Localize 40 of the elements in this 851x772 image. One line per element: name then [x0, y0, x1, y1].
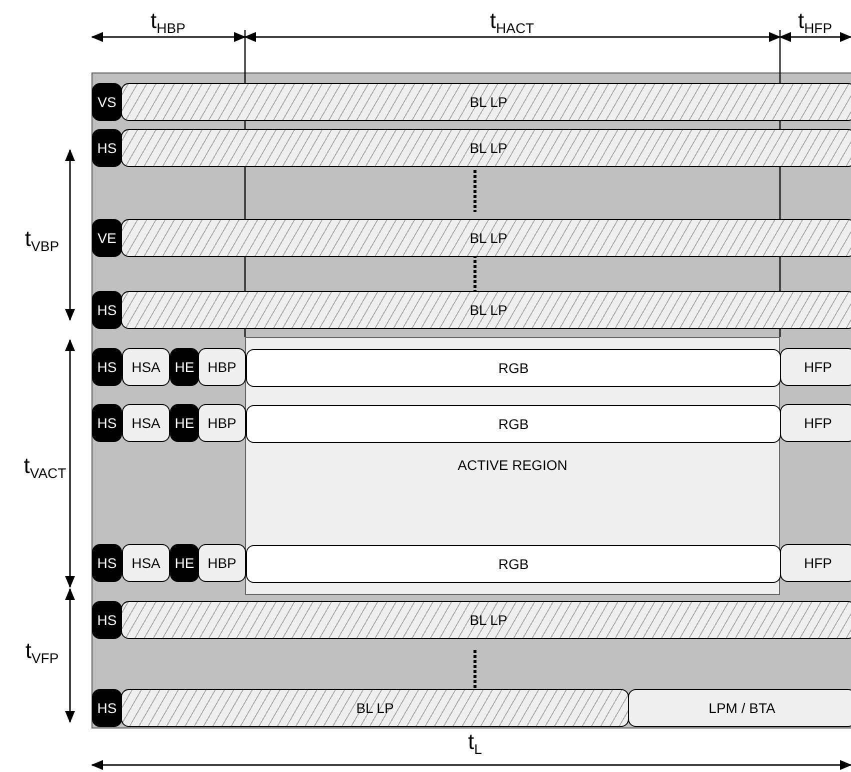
sync-active-box: HSA — [122, 544, 170, 582]
back-porch-box: HBP — [198, 404, 246, 442]
dimension-label: t$_{HBP}$ — [150, 8, 186, 36]
blanking-packet-box: BL LP — [121, 83, 851, 121]
dimension-label: t$_{VBP}$ — [24, 226, 60, 254]
sync-packet-box: HS — [92, 129, 122, 167]
front-porch-box: HFP — [780, 544, 851, 582]
sync-active-box: HSA — [122, 348, 170, 386]
sync-packet-box: HS — [92, 689, 122, 727]
sync-packet-box: VS — [92, 83, 122, 121]
sync-packet-box: VE — [92, 219, 122, 257]
active-region-panel — [245, 337, 780, 595]
sync-end-box: HE — [170, 404, 199, 442]
sync-packet-box: HS — [92, 601, 122, 639]
sync-end-box: HE — [170, 544, 199, 582]
blanking-packet-box: BL LP — [121, 601, 851, 639]
sync-packet-box: HS — [92, 291, 122, 329]
pixel-data-box: RGB — [246, 405, 781, 443]
back-porch-box: HBP — [198, 544, 246, 582]
dimension-label: t$_{VFP}$ — [25, 638, 59, 666]
front-porch-box: HFP — [780, 348, 851, 386]
dimension-label: t$_{L}$ — [468, 728, 482, 758]
pixel-data-box: RGB — [246, 349, 781, 387]
dimension-label: t$_{HACT}$ — [490, 8, 534, 36]
low-power-box: LPM / BTA — [628, 689, 851, 727]
blanking-packet-box: BL LP — [121, 129, 851, 167]
dimension-label: t$_{HFP}$ — [798, 8, 832, 36]
back-porch-box: HBP — [198, 348, 246, 386]
sync-packet-box: HS — [92, 348, 122, 386]
sync-packet-box: HS — [92, 404, 122, 442]
sync-packet-box: HS — [92, 544, 122, 582]
blanking-packet-box: BL LP — [121, 219, 851, 257]
sync-active-box: HSA — [122, 404, 170, 442]
region-label: ACTIVE REGION — [456, 457, 568, 473]
dimension-label: t$_{VACT}$ — [24, 452, 66, 482]
pixel-data-box: RGB — [246, 545, 781, 583]
blanking-packet-box: BL LP — [121, 689, 629, 727]
blanking-packet-box: BL LP — [121, 291, 851, 329]
sync-end-box: HE — [170, 348, 199, 386]
front-porch-box: HFP — [780, 404, 851, 442]
